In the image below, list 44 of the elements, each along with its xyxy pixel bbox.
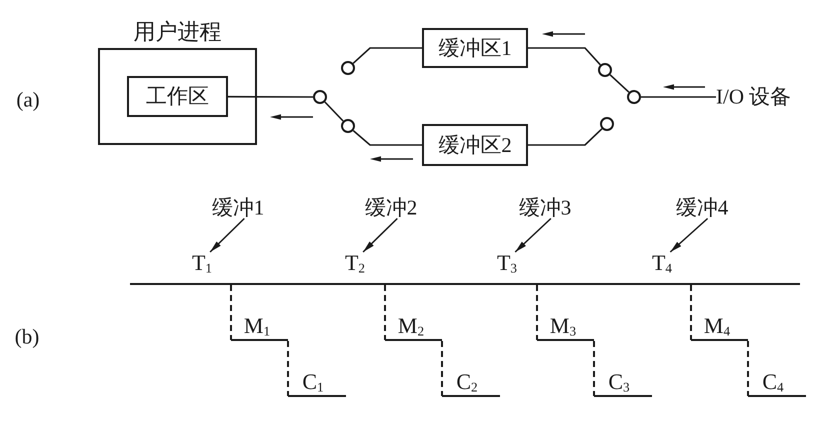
panel-label: (b) [14, 326, 40, 348]
box-label: 工作区 [146, 86, 209, 107]
buffer-label: 缓冲4 [676, 198, 728, 218]
box-label: 缓冲区1 [438, 38, 512, 58]
switch-terminal [313, 90, 327, 104]
buffer-label: 缓冲1 [212, 198, 264, 218]
switch-terminal [341, 61, 355, 75]
phase-label: M$_{4}$ [704, 315, 730, 337]
box-heading: 用户进程 [134, 21, 222, 43]
connector-line [352, 130, 422, 146]
switch-lever [324, 101, 344, 122]
panel-label: (a) [16, 90, 40, 110]
leader-arrow [210, 218, 245, 253]
time-label: T$_{3}$ [496, 252, 518, 274]
switch-terminal [600, 117, 614, 131]
switch-lever [610, 74, 630, 93]
phase-label: C$_{3}$ [608, 371, 630, 393]
switch-terminal [598, 63, 612, 77]
connector-line [352, 47, 422, 64]
phase-label: M$_{1}$ [244, 315, 270, 337]
connector-line [528, 47, 601, 66]
work-area-box [127, 76, 228, 117]
box-label: 缓冲区2 [438, 134, 512, 156]
switch-terminal [341, 119, 355, 133]
leader-arrow [670, 218, 708, 253]
phase-label: M$_{2}$ [398, 315, 424, 337]
phase-label: C$_{1}$ [302, 371, 324, 393]
phase-label: M$_{3}$ [550, 315, 576, 337]
buffer-label: 缓冲3 [518, 198, 572, 218]
time-label: T$_{4}$ [652, 252, 672, 274]
buffer-box [422, 28, 528, 68]
switch-terminal [627, 90, 641, 104]
time-label: T$_{1}$ [192, 252, 212, 274]
phase-label: C$_{2}$ [456, 371, 478, 393]
buffer-label: 缓冲2 [364, 198, 418, 218]
phase-label: C$_{4}$ [762, 371, 784, 393]
leader-arrow [362, 218, 398, 253]
connector-line [228, 96, 313, 98]
connector-line [528, 128, 602, 146]
leader-arrow [514, 218, 552, 253]
buffer-box [422, 124, 528, 166]
device-label: I/O 设备 [716, 86, 792, 108]
connector-line [641, 96, 716, 98]
time-label: T$_{2}$ [344, 252, 366, 274]
